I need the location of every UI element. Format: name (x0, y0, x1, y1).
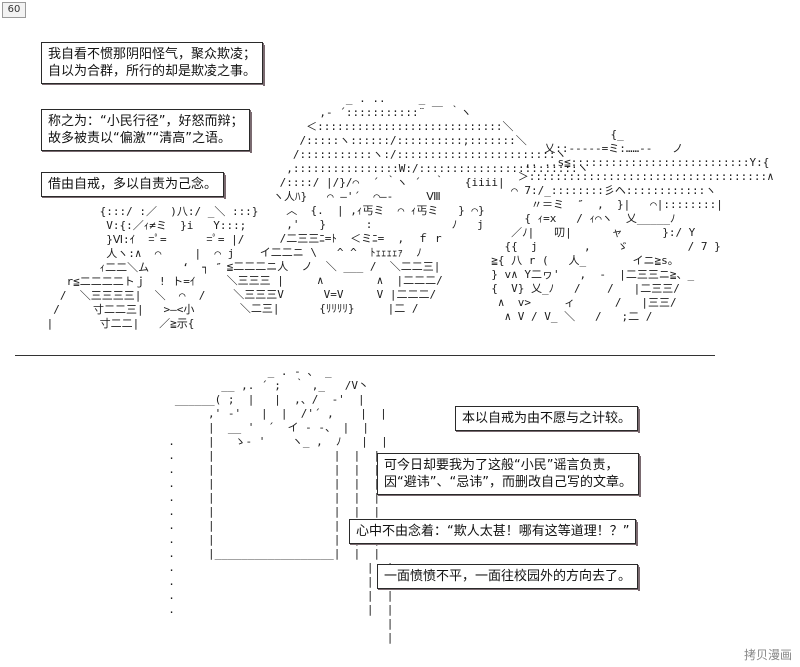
caption-box-2: 称之为：“小民行径”，好怒而辩； 故多被责以“偏激”“清高”之语。 (41, 109, 253, 153)
ascii-art-crowd-middle: _ . .. _ ,‐ ´:::::::::::¨ ￣ ｀ヽ ＜::::::::… (226, 92, 589, 315)
caption-box-6: 心中不由念着：“欺人太甚！哪有这等道理！？” (349, 519, 639, 546)
caption-box-3: 借由自戒，多以自责为己念。 (41, 172, 227, 199)
caption-2-line-1: 称之为：“小民行径”，好怒而辩； (48, 114, 244, 129)
ascii-art-fist: _ . - 、 _ __ ,. ´ ; ｀ ,_ /V丶 ______( ; |… (168, 365, 394, 644)
ascii-art-crowd-left: {:::/ :／ )八:/ _＼ :::} V:{:／ｨ≠ミ }i Y:::; … (46, 205, 259, 330)
ascii-art-crowd-right: {_ 乂::‐‐‐‐‐=ミ:……‐‐ ノ ,. ..s≦::::::::::::… (491, 128, 774, 323)
caption-box-5: 可今日却要我为了这般“小民”谣言负责， 因“避讳”、“忌讳”，而删改自己写的文章… (377, 453, 641, 497)
caption-7-line-1: 一面愤愤不平，一面往校园外的方向去了。 (384, 569, 632, 584)
caption-5-line-1: 可今日却要我为了这般“小民”谣言负责， (384, 458, 619, 473)
caption-2-line-2: 故多被责以“偏激”“清高”之语。 (48, 131, 231, 146)
caption-1-line-1: 我自看不惯那阴阳怪气，聚众欺凌； (48, 47, 257, 62)
caption-box-4: 本以自戒为由不愿与之计较。 (455, 406, 641, 433)
page-number: 60 (2, 2, 26, 18)
caption-box-7: 一面愤愤不平，一面往校园外的方向去了。 (377, 564, 641, 591)
caption-box-1: 我自看不惯那阴阳怪气，聚众欺凌； 自以为合群，所行的却是欺凌之事。 (41, 42, 266, 86)
caption-5-line-2: 因“避讳”、“忌讳”，而删改自己写的文章。 (384, 475, 632, 490)
caption-1-line-2: 自以为合群，所行的却是欺凌之事。 (48, 64, 257, 79)
caption-6-line-1: 心中不由念着：“欺人太甚！哪有这等道理！？” (356, 524, 630, 539)
watermark: 拷贝漫画 (743, 648, 792, 662)
caption-4-line-1: 本以自戒为由不愿与之计较。 (462, 411, 632, 426)
caption-3-line-1: 借由自戒，多以自责为己念。 (48, 177, 218, 192)
panel-divider (15, 355, 715, 356)
